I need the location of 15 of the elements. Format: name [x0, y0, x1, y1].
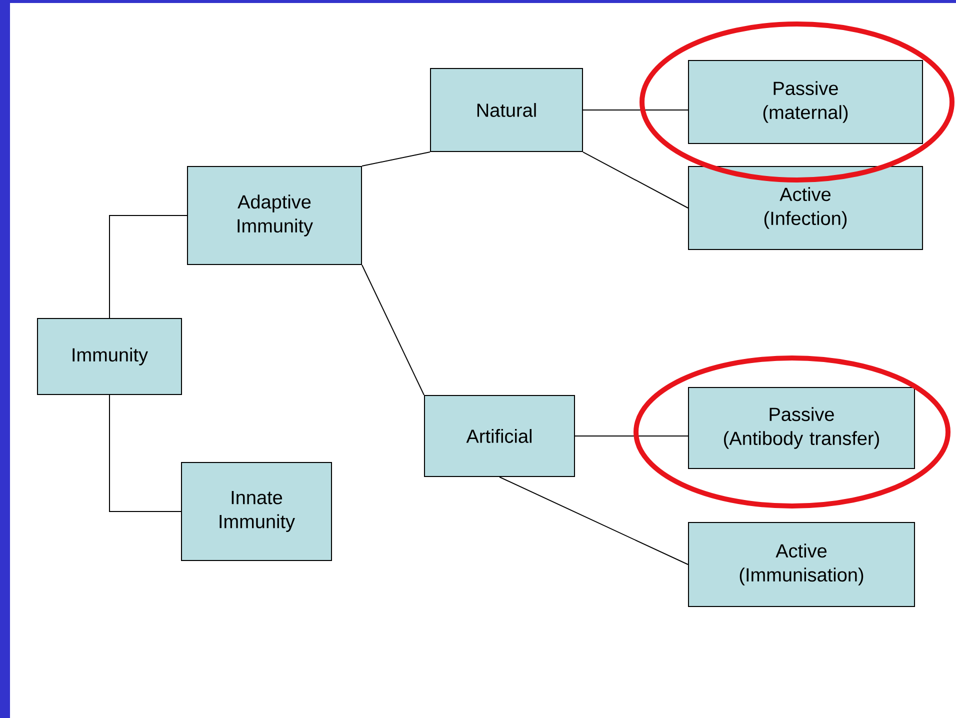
connector-line	[109, 215, 188, 318]
box: Adaptive Immunity	[187, 166, 362, 265]
connector-line	[582, 152, 688, 208]
box: Artificial	[424, 395, 575, 477]
connector-line	[362, 152, 430, 166]
connector-line	[362, 264, 424, 396]
box: Active (Infection)	[688, 166, 923, 250]
connector-line	[499, 476, 688, 565]
box: Immunity	[37, 318, 182, 395]
connector-line	[109, 394, 182, 512]
box: Active (Immunisation)	[688, 522, 915, 607]
box: Passive (Antibody transfer)	[688, 387, 915, 469]
box: Passive (maternal)	[688, 60, 923, 144]
box: Natural	[430, 68, 583, 152]
box: Innate Immunity	[181, 462, 332, 561]
